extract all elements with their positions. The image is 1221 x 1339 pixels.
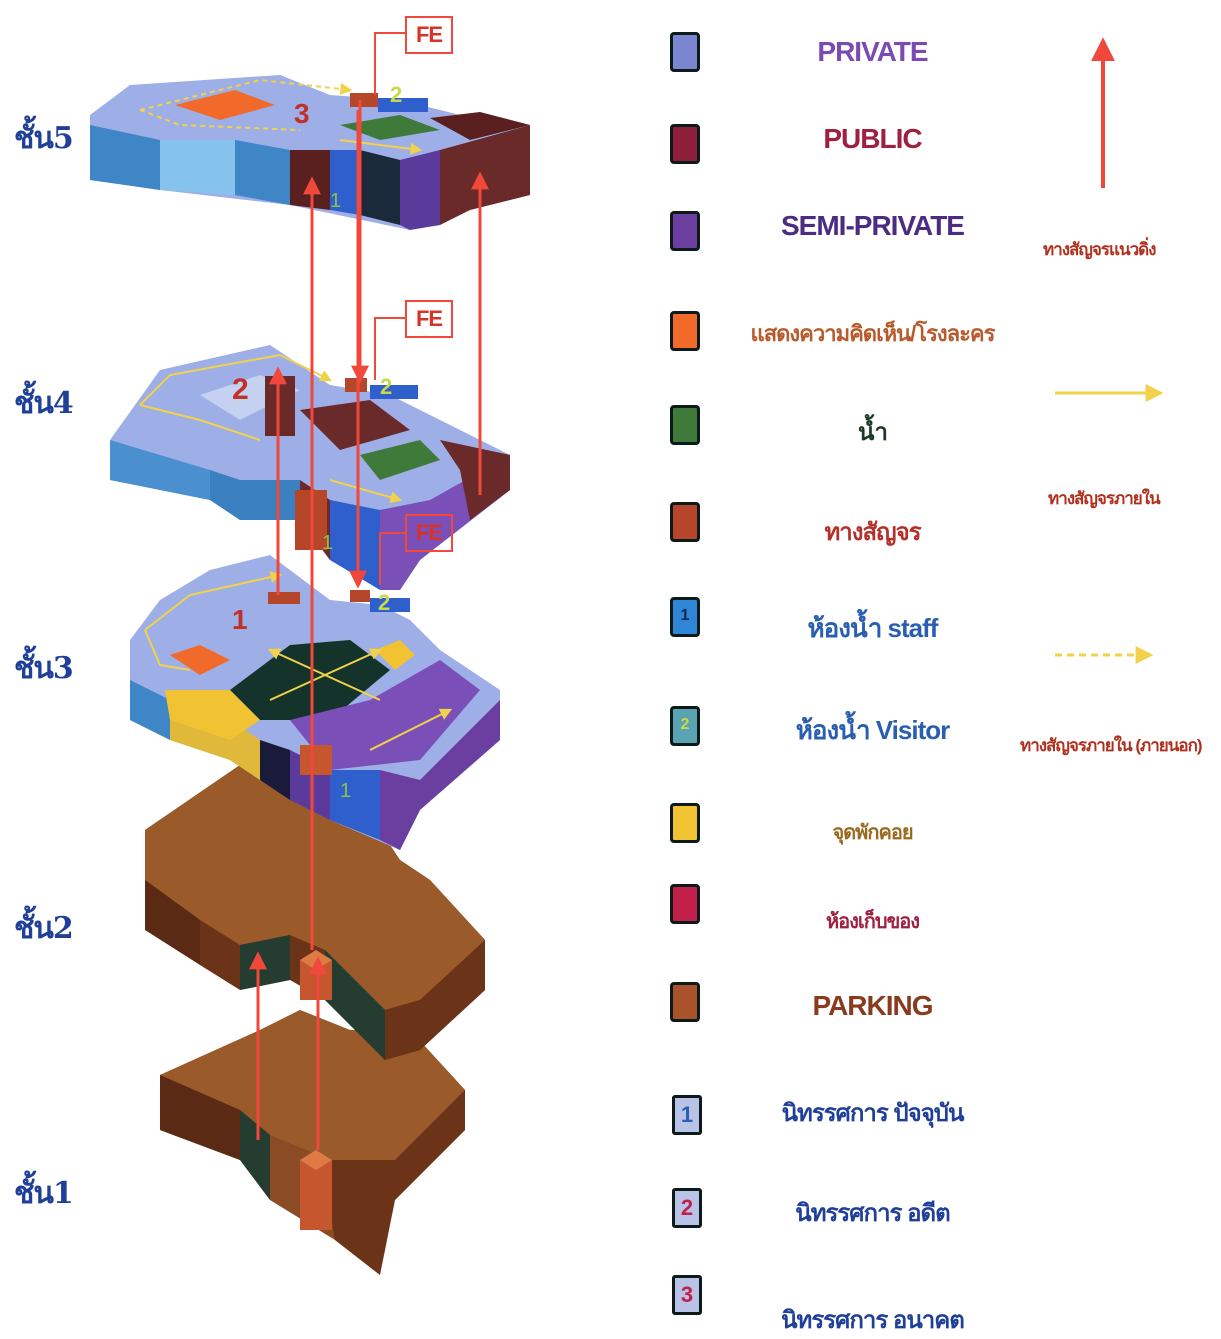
zone-number-1-floor4: 1 [322,532,334,554]
legend-swatch-parking [670,982,700,1022]
legend-label-visitor-restroom: ห้องน้ำ Visitor [795,715,950,745]
legend-swatch-visitor-number: 2 [680,716,690,733]
exhibition-swatch-1: 1 [672,1095,702,1135]
fire-exit-label-floor5: FE [405,16,453,54]
legend-label-circulation: ทางสัญจร [824,519,921,546]
exhibition-label-present: นิทรรศการ ปัจจุบัน [781,1100,965,1127]
exhibition-swatch-2: 2 [672,1188,702,1228]
fire-exit-leaders [374,32,405,585]
legend-swatch-semi-private [670,211,700,251]
zone-number-2-floor5: 2 [390,82,403,107]
zone-number-1b-floor3: 1 [340,780,352,802]
zone-number-1-floor5: 1 [330,190,342,212]
zone-number-2-floor4: 2 [232,373,249,406]
legend-swatch-waiting [670,803,700,843]
legend-swatch-staff-restroom: 1 [670,597,700,637]
legend-label-storage: ห้องเก็บของ [825,911,920,933]
legend-swatch-public [670,124,700,164]
legend-swatch-circulation [670,502,700,542]
vertical-circulation-arrows [249,100,489,1150]
legend-label-private: PRIVATE [817,36,928,67]
legend-swatch-storage [670,884,700,924]
floor-label-5: ชั้น5 [14,121,74,156]
legend-label-parking: PARKING [812,990,933,1021]
legend-swatch-theatre [670,311,700,351]
floor-3-slab [130,555,500,850]
fire-exit-label-floor3: FE [405,514,453,552]
exhibition-label-past: นิทรรศการ อดีต [795,1200,950,1227]
legend-swatch-private [670,32,700,72]
flow-label-vertical: ทางสัญจรแนวดิ่ง [1043,240,1156,259]
legend-swatch-visitor-restroom: 2 [670,706,700,746]
legend-label-theatre: แสดงความคิดเห็น/โรงละคร [750,321,996,346]
legend-swatch-water [670,405,700,445]
zone-number-3-floor5: 3 [294,98,310,129]
flow-label-external: ทางสัญจรภายใน (ภายนอก) [1020,736,1203,755]
floor-4-slab [110,345,510,590]
zone-number-1-floor3: 1 [232,604,248,635]
zone-number-2b-floor4: 2 [380,374,393,399]
exhibition-label-future: นิทรรศการ อนาคต [781,1307,965,1334]
exhibition-swatch-3: 3 [672,1275,702,1315]
zone-number-2-floor3: 2 [378,590,391,615]
legend-label-water: น้ำ [858,419,888,446]
floor-label-1: ชั้น1 [14,1176,74,1211]
legend-swatch-staff-number: 1 [680,607,690,624]
legend-label-public: PUBLIC [823,123,922,154]
fire-exit-label-floor4: FE [405,300,453,338]
floor-label-3: ชั้น3 [14,651,74,686]
floor-label-2: ชั้น2 [14,911,74,946]
legend-label-waiting: จุดพักคอย [832,822,913,844]
flow-label-internal: ทางสัญจรภายใน [1048,489,1161,508]
legend-label-semi-private: SEMI-PRIVATE [781,210,965,241]
legend-label-staff-restroom: ห้องน้ำ staff [807,613,939,643]
floor-label-4: ชั้น4 [14,386,74,421]
internal-circulation-lines [139,78,453,751]
floor-5-slab [90,75,530,230]
